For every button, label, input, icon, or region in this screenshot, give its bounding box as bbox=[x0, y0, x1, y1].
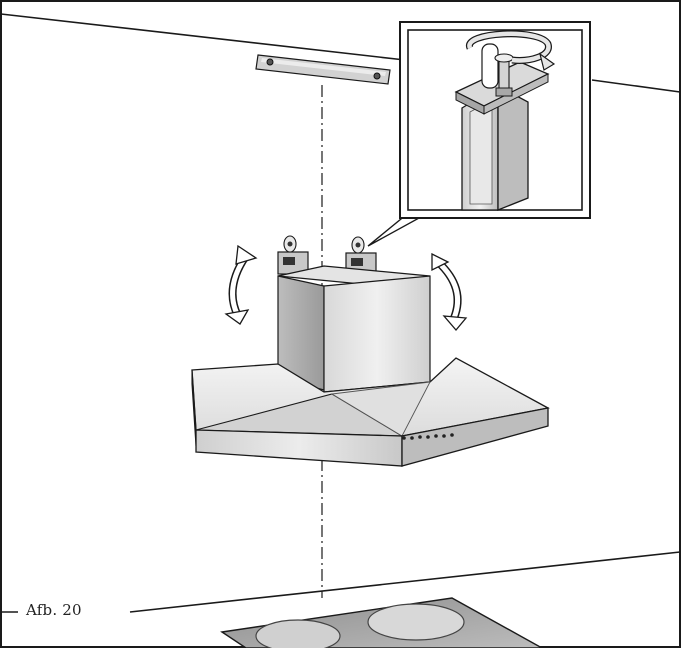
hob-burner bbox=[255, 619, 341, 648]
control-button bbox=[450, 433, 454, 437]
control-button bbox=[442, 434, 446, 438]
room-lines bbox=[0, 13, 681, 613]
control-button bbox=[402, 436, 406, 440]
curved-double-arrow-icon bbox=[224, 244, 258, 325]
control-button bbox=[434, 434, 438, 438]
circular-rotation-arrow-icon bbox=[466, 30, 556, 71]
bracket-screw-hole bbox=[373, 72, 381, 80]
control-button bbox=[410, 436, 414, 440]
hanger-bracket-left bbox=[277, 235, 309, 275]
control-panel bbox=[402, 433, 454, 440]
inset-screw bbox=[494, 53, 514, 97]
detail-inset bbox=[399, 21, 591, 219]
figure-caption: Afb. 20 bbox=[26, 601, 82, 619]
control-button bbox=[418, 435, 422, 439]
cooktop bbox=[220, 597, 544, 648]
curved-double-arrow-icon bbox=[431, 252, 468, 332]
ceiling-bracket bbox=[255, 54, 391, 85]
chimney-cover bbox=[277, 265, 431, 393]
hob-burner bbox=[367, 603, 465, 641]
bracket-screw-hole bbox=[266, 58, 274, 66]
control-button bbox=[426, 435, 430, 439]
hood-canopy bbox=[191, 357, 550, 467]
